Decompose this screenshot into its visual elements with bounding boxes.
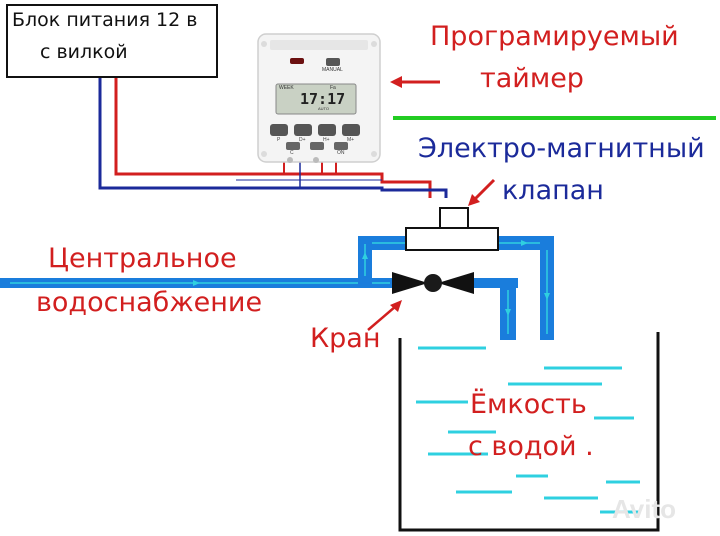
timer-time: 17:17	[300, 90, 346, 108]
flow-arrow-1	[362, 252, 368, 259]
flow-arrow-3	[544, 293, 550, 300]
power-supply-label-2: с вилкой	[40, 41, 128, 63]
flow-arrow-2	[521, 240, 528, 246]
timer-button-h-label: H+	[323, 137, 330, 143]
tap-icon-right	[438, 272, 474, 294]
timer-button-on-label: ON	[337, 150, 345, 156]
arrow-to-valve	[468, 178, 496, 206]
tap-pipe-right	[460, 278, 518, 288]
tank-outline	[398, 332, 660, 532]
timer-button-m	[342, 124, 360, 136]
valve-body	[405, 227, 499, 251]
timer-manual-button	[326, 58, 340, 66]
timer-button-c-label: C	[290, 150, 294, 156]
timer-week-label: WEEK	[279, 85, 294, 91]
tap-label: Кран	[310, 323, 381, 354]
timer-button-c	[286, 142, 300, 150]
timer-button-d	[294, 124, 312, 136]
supply-label-2: водоснабжение	[36, 287, 263, 318]
blue-wire	[98, 78, 448, 198]
avito-watermark: Avito	[612, 494, 677, 524]
timer-button-d-label: D+	[299, 137, 306, 143]
flow-arrow-4	[505, 309, 511, 316]
timer-red-led	[290, 58, 304, 64]
timer-device	[257, 33, 381, 163]
timer-fa-label: Fa	[330, 85, 336, 91]
timer-lcd	[275, 83, 357, 115]
tank-label-2: с водой .	[468, 431, 594, 462]
arrow-to-tap	[367, 300, 402, 331]
timer-button-m-label: M+	[347, 137, 355, 143]
arrow-to-timer	[390, 76, 440, 88]
timer-label-2: таймер	[480, 63, 584, 94]
timer-button-on	[334, 142, 348, 150]
tap-icon	[392, 272, 428, 294]
red-wire	[114, 78, 432, 198]
power-supply-box	[6, 4, 218, 78]
timer-label: Програмируемый	[430, 21, 679, 52]
timer-manual-label: MANUAL	[322, 67, 343, 73]
valve-label: Электро-магнитный	[418, 133, 705, 164]
timer-button-mid	[310, 142, 324, 150]
supply-label: Центральное	[48, 243, 237, 274]
tap-handle-icon	[424, 274, 442, 292]
timer-auto-label: AUTO	[318, 106, 330, 111]
flow-arrow-5	[193, 280, 200, 286]
tank-label: Ёмкость	[470, 389, 587, 420]
valve-coil	[439, 207, 469, 229]
timer-button-p	[270, 124, 288, 136]
timer-button-h	[318, 124, 336, 136]
timer-button-p-label: P	[277, 137, 281, 143]
power-supply-label: Блок питания 12 в	[12, 9, 198, 31]
valve-label-2: клапан	[502, 175, 604, 206]
